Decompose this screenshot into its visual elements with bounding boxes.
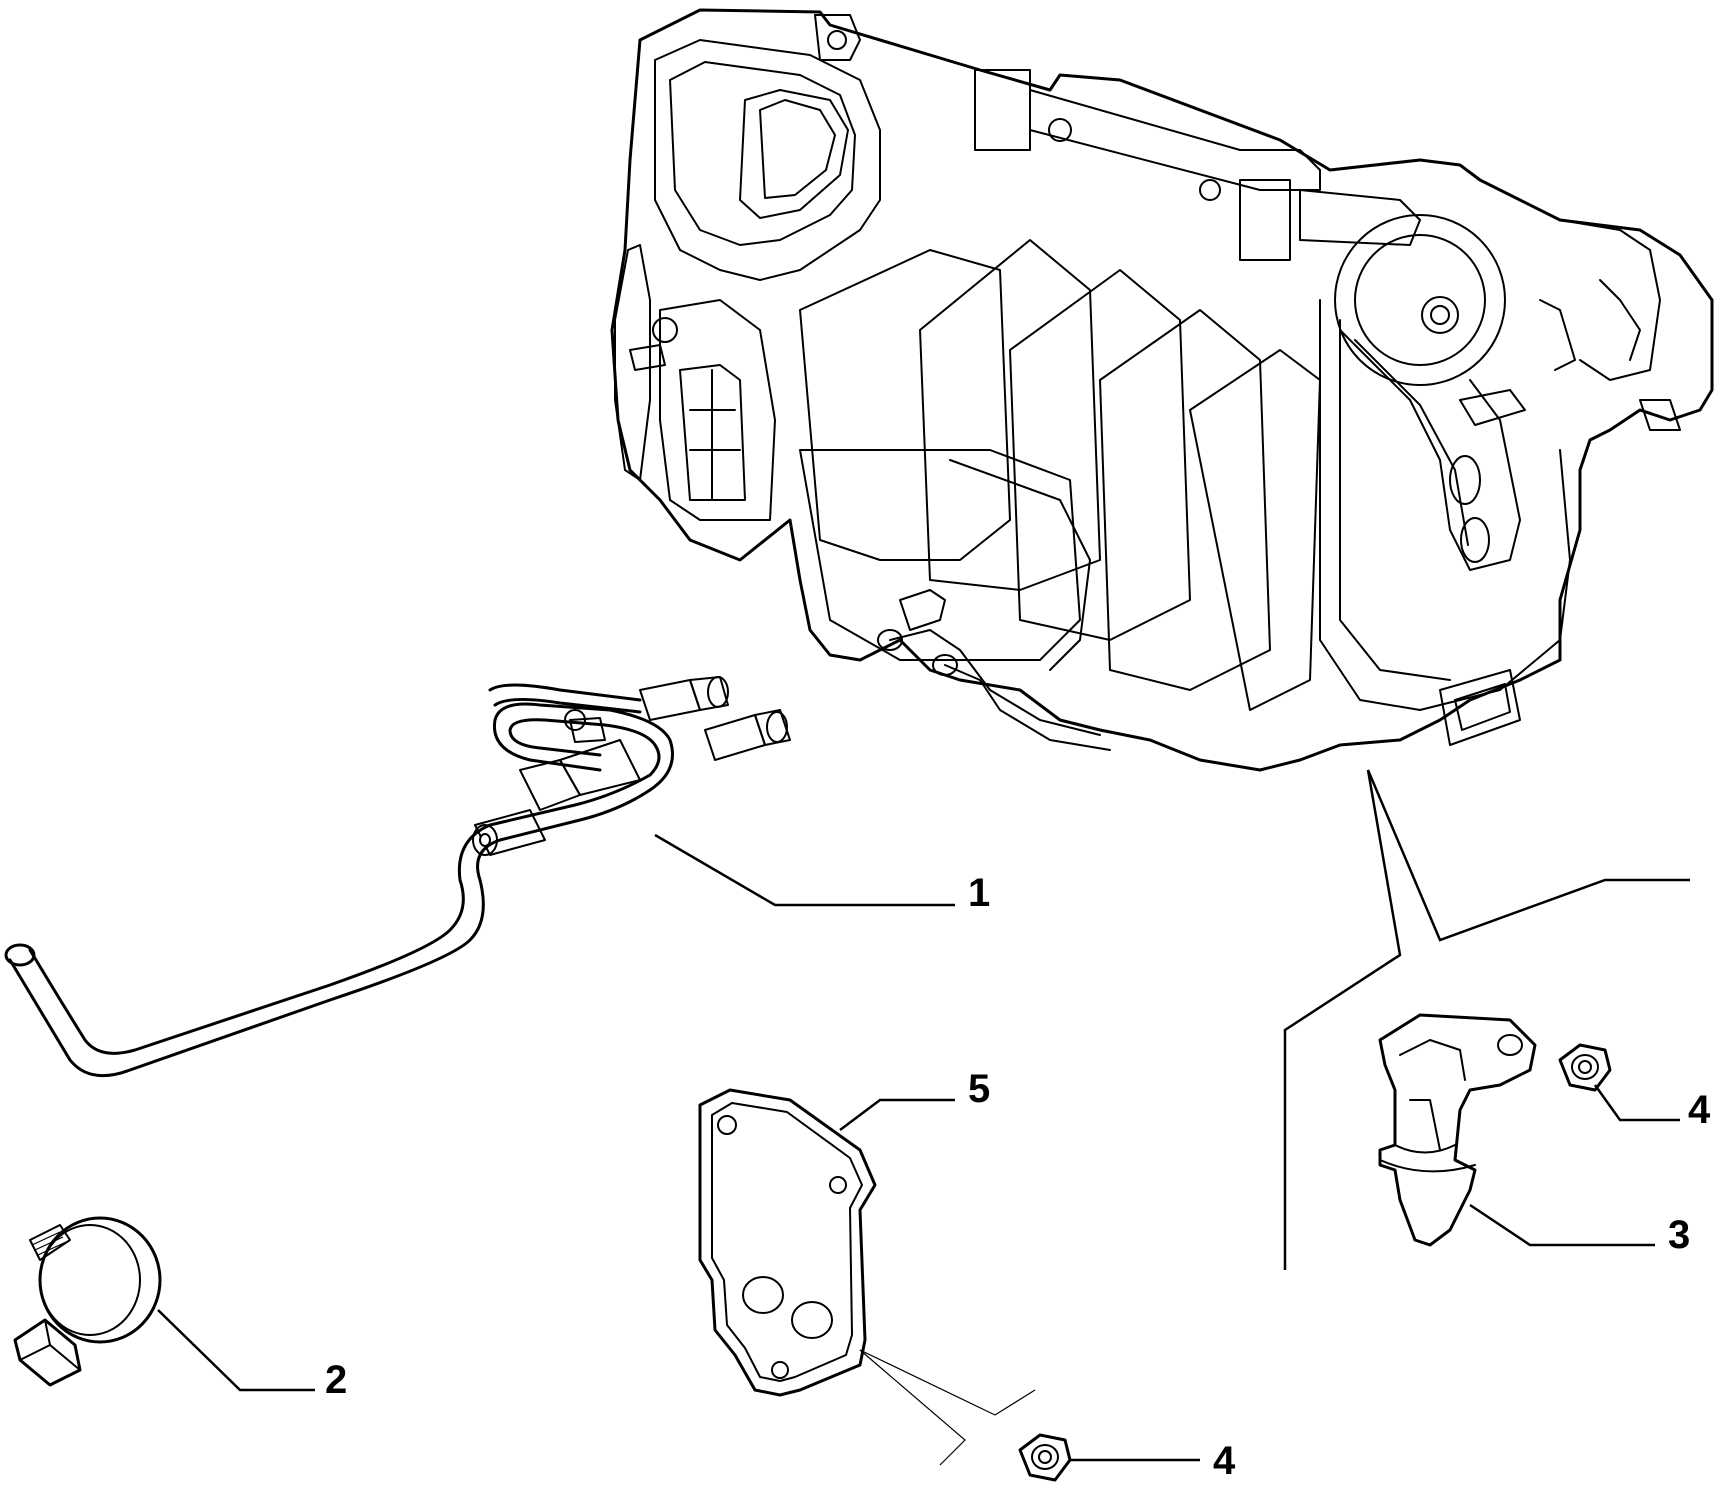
- heater-hose-assembly: [4, 676, 791, 1078]
- hex-nut-upper: [1558, 1043, 1612, 1092]
- heater-housing-assembly: [610, 8, 1714, 772]
- drain-elbow: [1378, 1013, 1537, 1247]
- hex-nut-lower: [1018, 1433, 1072, 1482]
- callout-4-upper: 4: [1688, 1088, 1711, 1132]
- callout-5: 5: [968, 1067, 990, 1111]
- hose-clamp: [13, 1216, 162, 1387]
- callout-4-lower: 4: [1213, 1439, 1236, 1483]
- callout-2: 2: [325, 1358, 347, 1402]
- leader-lines: [157, 769, 1690, 1466]
- callout-3: 3: [1668, 1213, 1690, 1257]
- callout-labels: 1 2 3 4 4 5: [325, 871, 1711, 1483]
- callout-1: 1: [968, 871, 990, 915]
- gasket-plate: [698, 1088, 877, 1397]
